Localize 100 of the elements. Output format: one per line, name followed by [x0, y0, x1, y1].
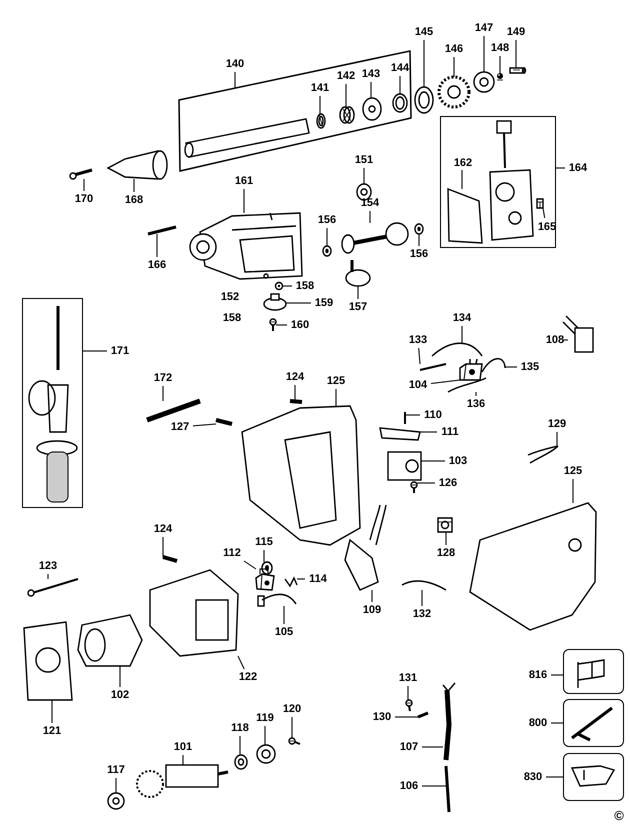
leader-line [370, 82, 372, 98]
brush-drawing [344, 504, 387, 591]
screw-drawing [288, 737, 300, 745]
callout-number: 816 [527, 669, 549, 681]
ring-drawing [316, 113, 326, 129]
screw-drawing [69, 168, 92, 180]
callout-number: 115 [253, 536, 275, 548]
spring-drawing [257, 594, 297, 607]
frame-box [22, 298, 83, 508]
leader-line [244, 560, 256, 570]
ball-drawing [496, 73, 504, 80]
leader-line [326, 228, 328, 246]
leader-line [546, 776, 564, 778]
leader-line [82, 350, 108, 352]
leader-line [556, 432, 558, 446]
callout-number: 125 [325, 375, 347, 387]
bearing-drawing [256, 744, 276, 764]
gear-drawing [438, 76, 470, 108]
leader-line [418, 348, 420, 364]
callout-number: 168 [123, 194, 145, 206]
callout-number: 129 [546, 418, 568, 430]
stator-drawing [77, 614, 143, 667]
callout-number: 106 [398, 780, 420, 792]
callout-number: 110 [422, 409, 444, 421]
callout-number: 830 [522, 771, 544, 783]
switch-drawing [459, 358, 483, 381]
leader-line [162, 536, 164, 558]
callout-number: 152 [220, 291, 240, 303]
spring-drawing [284, 576, 298, 588]
callout-number: 143 [360, 68, 382, 80]
callout-number: 162 [452, 157, 474, 169]
leader-line [264, 726, 266, 746]
callout-number: 166 [146, 259, 168, 271]
callout-number: 151 [353, 154, 375, 166]
trigger-switch-drawing [387, 451, 422, 481]
callout-number: 160 [289, 319, 311, 331]
callout-number: 172 [152, 372, 174, 384]
callout-number: 130 [371, 711, 393, 723]
gear-housing-drawing [189, 212, 303, 280]
callout-number: 159 [313, 297, 335, 309]
callout-number: 119 [254, 712, 276, 724]
callout-number: 112 [221, 547, 243, 559]
leader-line [572, 478, 574, 504]
callout-number: 121 [41, 725, 63, 737]
leader-line [422, 746, 444, 748]
lever-drawing [379, 427, 421, 441]
terminal-wire-drawing [420, 363, 446, 371]
callout-number: 124 [152, 523, 174, 535]
wire-drawing [432, 342, 483, 357]
callout-number: 103 [447, 455, 469, 467]
leader-line [192, 424, 216, 426]
callout-number: 161 [233, 175, 255, 187]
leader-line [430, 380, 460, 384]
screw-drawing [27, 578, 78, 597]
callout-number: 135 [519, 361, 541, 373]
motor-housing-drawing [149, 569, 239, 657]
leader-line [542, 208, 546, 218]
callout-number: 107 [398, 741, 420, 753]
cam-drawing [345, 260, 371, 287]
callout-number: 127 [169, 421, 191, 433]
leader-line [296, 578, 306, 580]
callout-number: 101 [172, 741, 194, 753]
callout-number: 126 [437, 477, 459, 489]
chuck-drawing [106, 150, 168, 180]
callout-number: 105 [273, 626, 295, 638]
cable-clamp-drawing [417, 712, 429, 718]
knob-drawing [263, 293, 287, 311]
screw-drawing [162, 555, 178, 563]
leader-line [394, 716, 418, 718]
leader-line [416, 482, 436, 484]
washer-drawing [322, 245, 332, 257]
pin-drawing [536, 198, 544, 209]
cable-sleeve-drawing [442, 682, 456, 760]
brush-holder-drawing [255, 568, 275, 591]
end-cover-drawing [23, 621, 73, 701]
callout-number: 128 [435, 547, 457, 559]
wire-drawing [481, 358, 506, 372]
leader-line [276, 324, 288, 326]
callout-number: 131 [397, 672, 419, 684]
callout-number: 144 [389, 62, 411, 74]
wire-drawing [448, 377, 486, 393]
housing-half-drawing [469, 502, 597, 631]
armature-drawing [136, 764, 228, 798]
inset-box [563, 753, 624, 801]
callout-number: 118 [229, 722, 251, 734]
clip-drawing [437, 517, 453, 533]
ring-drawing [261, 561, 273, 575]
screw-drawing [405, 699, 413, 712]
callout-number: 108 [544, 334, 566, 346]
callout-number: 111 [439, 426, 461, 438]
leader-line [420, 460, 446, 462]
callout-number: 140 [224, 58, 246, 70]
callout-number: 146 [443, 43, 465, 55]
ring-drawing [392, 93, 408, 113]
bearing-drawing [473, 71, 495, 93]
callout-number: 165 [536, 221, 558, 233]
seal-ring-drawing [414, 86, 434, 114]
screw-drawing [269, 318, 277, 331]
callout-number: 120 [281, 703, 303, 715]
leader-line [294, 384, 296, 402]
